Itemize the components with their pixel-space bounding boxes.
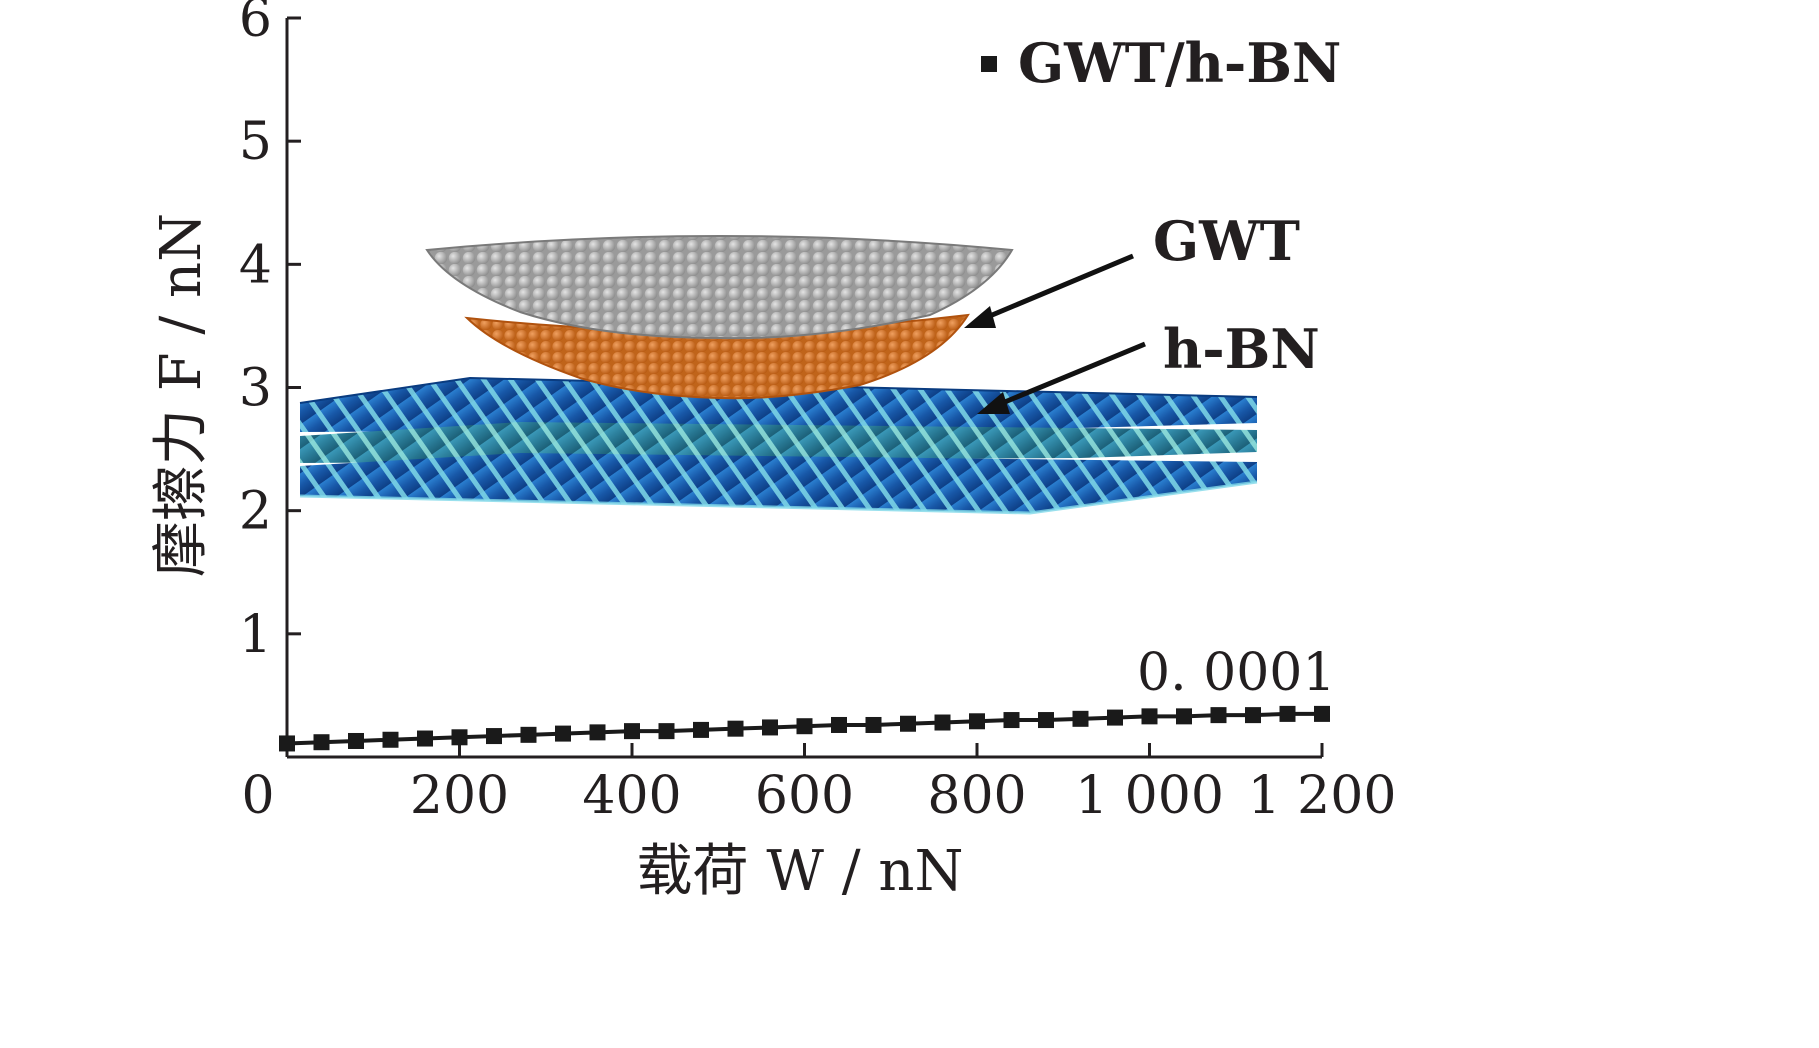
data-point <box>417 730 433 747</box>
x-tick-label: 600 <box>755 766 854 826</box>
gwt-arrow <box>984 253 1134 321</box>
y-tick-label: 3 <box>239 359 272 419</box>
data-point <box>555 725 571 742</box>
data-point <box>313 734 330 751</box>
data-point <box>1107 709 1123 726</box>
annotation-arrows <box>964 253 1146 414</box>
data-point <box>693 721 709 738</box>
data-point <box>1314 705 1330 722</box>
hbn-layers-image <box>299 376 1258 515</box>
data-point <box>831 716 847 733</box>
data-point <box>1003 712 1020 729</box>
y-tick-label: 1 <box>239 605 272 665</box>
tip-body-image <box>425 235 1014 340</box>
slope-annotation: 0. 0001 <box>1137 643 1335 703</box>
data-point <box>934 714 951 731</box>
hbn-annotation-label: h-BN <box>1163 317 1320 381</box>
y-tick-label: 2 <box>239 482 272 542</box>
gwt-arrowhead <box>964 306 996 328</box>
data-point <box>520 726 537 743</box>
x-tick-label: 0 <box>241 766 274 826</box>
hbn-arrow <box>999 341 1146 407</box>
legend-marker-square <box>981 56 997 72</box>
data-point <box>1176 708 1192 725</box>
data-point <box>1038 712 1054 729</box>
y-ticks: 1 2 3 4 5 6 <box>239 0 301 665</box>
data-point <box>1245 707 1261 724</box>
x-tick-label: 1 000 <box>1075 766 1224 826</box>
data-point <box>1072 710 1089 727</box>
data-point <box>1210 707 1227 724</box>
data-point <box>589 724 606 741</box>
x-tick-label: 400 <box>582 766 681 826</box>
y-axis-title: 摩擦力 F / nN <box>149 213 214 577</box>
data-point <box>796 718 813 735</box>
data-point <box>762 719 778 736</box>
data-point <box>865 716 882 733</box>
gwt-annotation-label: GWT <box>1153 209 1300 273</box>
data-point <box>969 713 985 730</box>
data-point <box>348 732 364 749</box>
data-point <box>727 720 744 737</box>
molecular-inset-illustration <box>299 235 1258 515</box>
x-tick-label: 800 <box>927 766 1026 826</box>
y-tick-label: 5 <box>239 112 272 172</box>
y-tick-label: 4 <box>239 235 272 295</box>
data-point <box>1279 705 1296 722</box>
data-point <box>486 728 502 745</box>
data-point <box>382 731 399 748</box>
x-axis-title: 载荷 W / nN <box>637 839 964 904</box>
data-point <box>451 729 468 746</box>
hbn-arrowhead <box>977 392 1010 414</box>
data-point <box>658 723 675 740</box>
x-tick-label: 200 <box>410 766 509 826</box>
series-gwt-hbn <box>279 705 1330 752</box>
x-tick-label: 1 200 <box>1248 766 1397 826</box>
data-point <box>1141 708 1158 725</box>
legend: GWT/h-BN <box>981 31 1341 95</box>
legend-label-gwt-hbn: GWT/h-BN <box>1018 31 1341 95</box>
data-point <box>900 715 916 732</box>
x-ticks: 0 200 400 600 800 1 000 1 200 <box>241 743 1396 826</box>
data-point <box>279 735 295 752</box>
y-tick-label: 6 <box>239 0 272 49</box>
data-point <box>624 723 640 740</box>
